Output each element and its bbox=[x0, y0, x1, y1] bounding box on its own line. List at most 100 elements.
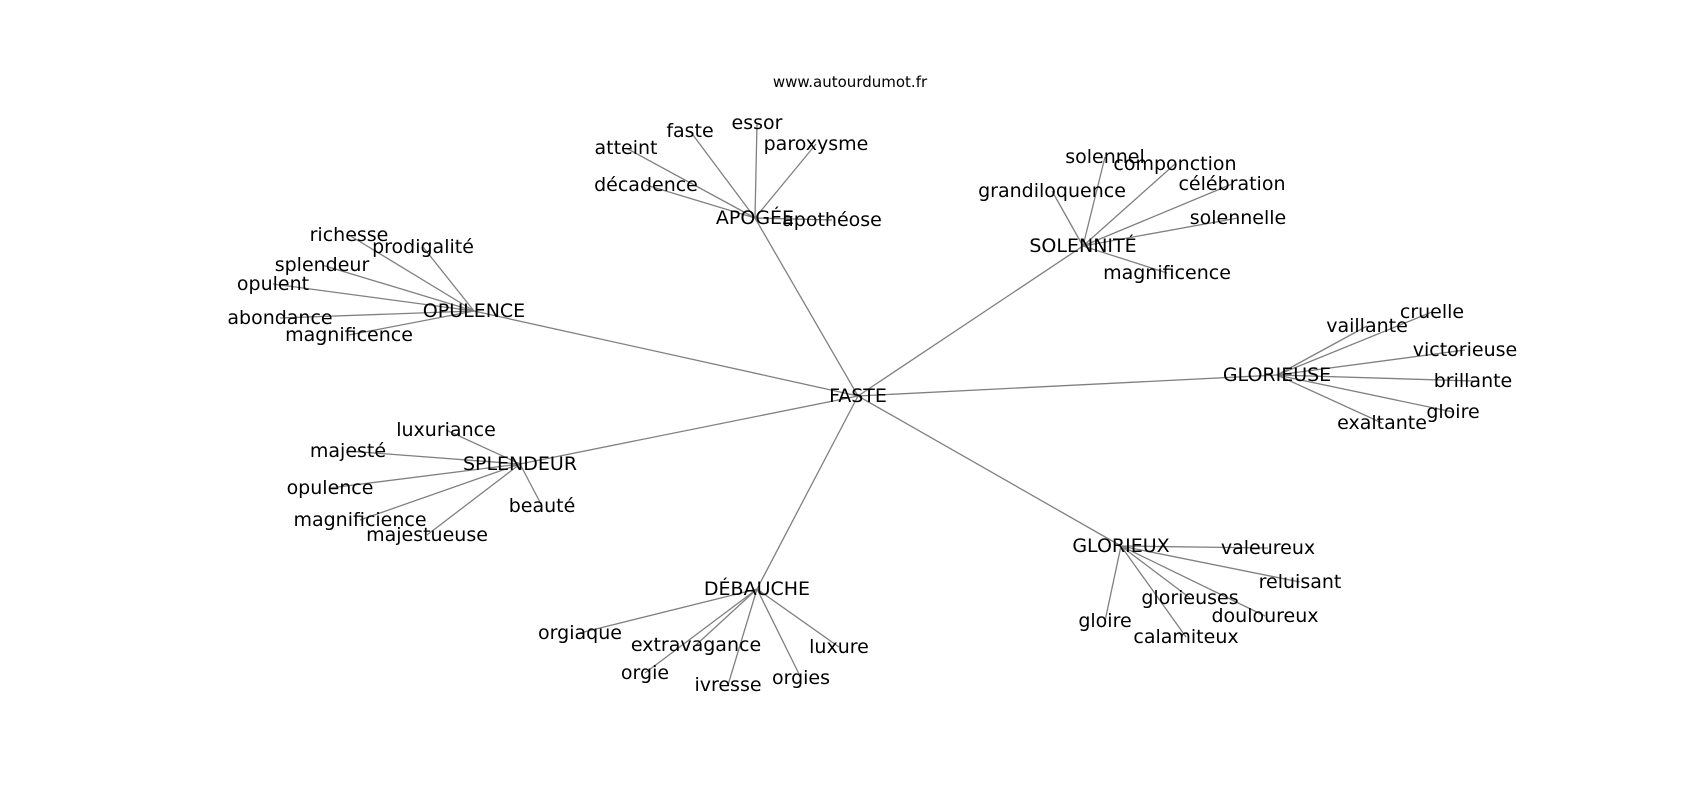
edge-glorieux-4 bbox=[1104, 545, 1122, 622]
edge-solennite-2 bbox=[1082, 183, 1233, 247]
edge-solennite-0 bbox=[1082, 156, 1106, 247]
word-node-opulence: opulent bbox=[237, 273, 309, 295]
edge-glorieuse-2 bbox=[1276, 349, 1466, 376]
edge-opulence-1 bbox=[422, 246, 475, 312]
edge-splendeur-1 bbox=[347, 450, 521, 465]
site-watermark: www.autourdumot.fr bbox=[773, 73, 928, 91]
edge-splendeur-4 bbox=[359, 463, 521, 521]
word-node-apogee: atteint bbox=[594, 137, 657, 159]
edge-debauche-1 bbox=[695, 588, 758, 646]
word-node-glorieuse: gloire bbox=[1426, 401, 1479, 423]
edge-root-glorieux bbox=[857, 395, 1122, 547]
edge-apogee-3 bbox=[754, 143, 817, 219]
edge-glorieux-3 bbox=[1120, 545, 1266, 617]
hub-node-solennite: SOLENNITÉ bbox=[1029, 234, 1136, 257]
edge-opulence-0 bbox=[348, 234, 475, 312]
edge-splendeur-3 bbox=[519, 463, 543, 507]
edge-solennite-1 bbox=[1082, 163, 1176, 247]
word-node-splendeur: beauté bbox=[509, 495, 576, 517]
word-node-solennite: magnificence bbox=[1103, 262, 1231, 284]
edge-solennite-3 bbox=[1051, 190, 1084, 247]
edge-glorieuse-0 bbox=[1276, 311, 1433, 376]
word-node-solennite: grandiloquence bbox=[978, 180, 1126, 202]
word-node-debauche: orgies bbox=[772, 667, 830, 689]
hub-node-opulence: OPULENCE bbox=[423, 300, 525, 322]
word-node-debauche: orgie bbox=[621, 662, 669, 684]
edge-glorieux-5 bbox=[1120, 545, 1187, 638]
edge-root-apogee bbox=[754, 217, 859, 397]
edge-splendeur-0 bbox=[445, 429, 521, 465]
word-node-splendeur: magnificience bbox=[293, 509, 426, 531]
edge-apogee-2 bbox=[625, 147, 756, 219]
word-node-opulence: prodigalité bbox=[372, 236, 474, 258]
edge-debauche-0 bbox=[579, 588, 758, 634]
word-node-apogee: apothéose bbox=[782, 209, 882, 231]
word-node-opulence: abondance bbox=[227, 307, 332, 329]
edge-glorieuse-1 bbox=[1276, 325, 1368, 376]
edge-glorieux-1 bbox=[1120, 545, 1301, 583]
edge-glorieux-0 bbox=[1120, 545, 1269, 549]
edge-solennite-5 bbox=[1082, 245, 1168, 274]
word-node-glorieuse: vaillante bbox=[1326, 315, 1408, 337]
edge-splendeur-5 bbox=[426, 463, 521, 536]
edge-debauche-2 bbox=[756, 588, 840, 648]
word-node-debauche: extravagance bbox=[631, 634, 761, 656]
edge-apogee-1 bbox=[689, 130, 756, 219]
word-node-glorieux: glorieuses bbox=[1141, 587, 1238, 609]
word-node-apogee: décadence bbox=[594, 174, 698, 196]
word-node-solennite: componction bbox=[1113, 153, 1236, 175]
edge-apogee-0 bbox=[754, 122, 758, 219]
word-node-glorieuse: exaltante bbox=[1337, 412, 1427, 434]
edge-solennite-4 bbox=[1082, 217, 1239, 247]
edge-opulence-3 bbox=[272, 283, 475, 312]
edge-glorieuse-3 bbox=[1276, 374, 1474, 382]
word-node-splendeur: opulence bbox=[287, 477, 374, 499]
word-node-glorieux: valeureux bbox=[1221, 537, 1315, 559]
word-node-splendeur: luxuriance bbox=[396, 419, 496, 441]
edge-root-glorieuse bbox=[857, 374, 1278, 397]
word-node-debauche: luxure bbox=[809, 636, 869, 658]
word-node-glorieux: calamiteux bbox=[1133, 626, 1238, 648]
edge-debauche-5 bbox=[727, 588, 758, 686]
edge-root-debauche bbox=[756, 395, 859, 590]
hub-node-apogee: APOGÉE bbox=[716, 206, 794, 229]
word-node-splendeur: majestueuse bbox=[366, 524, 488, 546]
word-node-apogee: essor bbox=[732, 112, 783, 134]
edge-root-opulence bbox=[473, 310, 859, 397]
hub-node-splendeur: SPLENDEUR bbox=[463, 453, 577, 475]
graph-edges bbox=[272, 122, 1474, 686]
edge-apogee-4 bbox=[645, 184, 756, 219]
edge-root-splendeur bbox=[519, 395, 859, 465]
word-node-opulence: richesse bbox=[310, 224, 389, 246]
hub-node-glorieuse: GLORIEUSE bbox=[1223, 364, 1331, 386]
edge-apogee-5 bbox=[754, 217, 833, 221]
edge-glorieuse-4 bbox=[1276, 374, 1454, 413]
word-node-glorieux: reluisant bbox=[1259, 571, 1342, 593]
word-node-debauche: orgiaque bbox=[538, 622, 622, 644]
word-node-opulence: splendeur bbox=[275, 254, 370, 276]
word-node-glorieuse: victorieuse bbox=[1413, 339, 1517, 361]
hub-node-glorieux: GLORIEUX bbox=[1072, 535, 1169, 557]
word-node-apogee: faste bbox=[666, 120, 713, 142]
hub-node-debauche: DÉBAUCHE bbox=[704, 577, 810, 600]
word-node-solennite: solennel bbox=[1065, 146, 1145, 168]
edge-glorieux-2 bbox=[1120, 545, 1191, 599]
edge-glorieuse-5 bbox=[1276, 374, 1383, 424]
edge-opulence-4 bbox=[279, 310, 475, 319]
word-node-glorieux: douloureux bbox=[1211, 605, 1318, 627]
word-node-glorieuse: brillante bbox=[1434, 370, 1513, 392]
edge-debauche-3 bbox=[644, 588, 758, 674]
word-node-solennite: solennelle bbox=[1190, 207, 1287, 229]
word-node-debauche: ivresse bbox=[694, 674, 761, 696]
word-node-solennite: célébration bbox=[1178, 173, 1285, 195]
edge-opulence-5 bbox=[348, 310, 475, 336]
word-node-splendeur: majesté bbox=[310, 440, 386, 462]
root-node: FASTE bbox=[829, 385, 887, 407]
edge-splendeur-2 bbox=[329, 463, 521, 489]
edge-opulence-2 bbox=[321, 264, 475, 312]
word-node-glorieuse: cruelle bbox=[1400, 301, 1464, 323]
edge-root-solennite bbox=[857, 245, 1084, 397]
word-node-apogee: paroxysme bbox=[764, 133, 869, 155]
graph-labels: FASTE APOGÉE essor faste atteint paroxysme déc… bbox=[227, 112, 1517, 696]
